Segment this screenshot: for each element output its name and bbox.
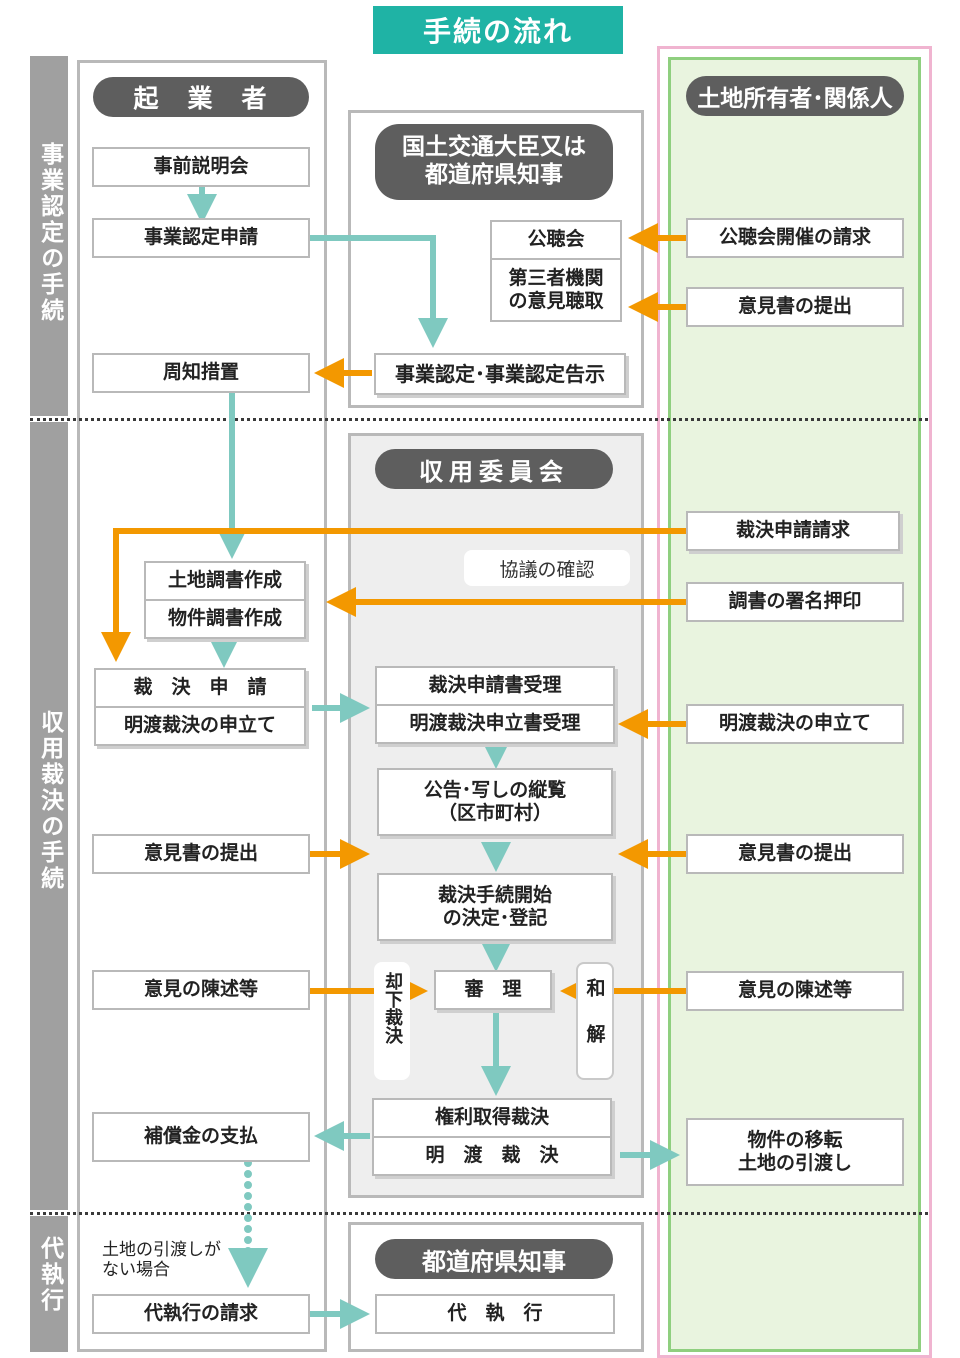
kigyosha-ikensho-box: 意見書の提出 bbox=[92, 834, 310, 874]
page-title: 手続の流れ bbox=[422, 15, 573, 48]
daisansha-box: 第三者機関 の意見聴取 bbox=[490, 258, 622, 322]
owner-moshitate-box: 明渡裁決の申立て bbox=[686, 704, 904, 744]
phase-divider-2 bbox=[30, 1212, 928, 1215]
wakai-label: 和 解 bbox=[583, 978, 606, 1047]
phase-bar-shuyo-saiketsu: 収用裁決の手続 bbox=[30, 422, 68, 1210]
hoshokin-box: 補償金の支払 bbox=[92, 1112, 310, 1162]
daishikko-seikyu-box: 代執行の請求 bbox=[92, 1294, 310, 1334]
arrow-saiketsu-seikyu bbox=[101, 528, 686, 662]
kyogi-kakunin-box: 協議の確認 bbox=[464, 550, 630, 586]
akewatashi-moshitate-box: 明渡裁決の申立て bbox=[94, 706, 306, 746]
arrow-shinsei-to-nintei bbox=[310, 235, 448, 348]
chiji-header: 都道府県知事 bbox=[375, 1239, 613, 1279]
phase-label-daishikko: 代執行 bbox=[36, 1236, 63, 1314]
phase-label-jigyo-nintei: 事業認定の手続 bbox=[36, 142, 63, 324]
wakai-box: 和 解 bbox=[576, 962, 614, 1080]
saiketsu-shinsei-box: 裁 決 申 請 bbox=[94, 668, 306, 708]
daishikko-box: 代 執 行 bbox=[375, 1294, 615, 1334]
moshitate-juri-box: 明渡裁決申立書受理 bbox=[375, 704, 615, 744]
jigyo-nintei-shinsei-box: 事業認定申請 bbox=[92, 218, 310, 258]
kigyosha-header: 起 業 者 bbox=[93, 77, 309, 117]
hikiwatashi-note: 土地の引渡しが ない場合 bbox=[102, 1240, 221, 1281]
shinri-box: 審 理 bbox=[434, 970, 552, 1010]
daijin-header: 国土交通大臣又は 都道府県知事 bbox=[375, 124, 613, 200]
bukken-chosho-box: 物件調書作成 bbox=[144, 599, 306, 639]
kettei-toki-box: 裁決手続開始 の決定･登記 bbox=[377, 873, 613, 941]
owner-ikensho-2-box: 意見書の提出 bbox=[686, 834, 904, 874]
akewatashi-saiketsu-box: 明 渡 裁 決 bbox=[372, 1136, 612, 1176]
iinkai-header: 収用委員会 bbox=[375, 449, 613, 489]
kyakka-saiketsu-label: 却下裁決 bbox=[382, 972, 403, 1044]
kyakka-saiketsu-box: 却下裁決 bbox=[374, 962, 410, 1080]
kokoku-juran-box: 公告･写しの縦覧 （区市町村） bbox=[377, 768, 613, 836]
kigyosha-iken-chinjutsu-box: 意見の陳述等 bbox=[92, 970, 310, 1010]
title-banner: 手続の流れ bbox=[373, 6, 623, 54]
landowner-header: 土地所有者･関係人 bbox=[686, 76, 904, 116]
kenri-saiketsu-box: 権利取得裁決 bbox=[372, 1098, 612, 1138]
owner-ikensho-box: 意見書の提出 bbox=[686, 287, 904, 327]
phase-bar-daishikko: 代執行 bbox=[30, 1216, 68, 1352]
jizen-setsumeikai-box: 事前説明会 bbox=[92, 147, 310, 187]
saiketsu-seikyu-box: 裁決申請請求 bbox=[686, 511, 900, 551]
shuchi-sochi-box: 周知措置 bbox=[92, 353, 310, 393]
shomei-oin-box: 調書の署名押印 bbox=[686, 582, 904, 622]
owner-iken-chinjutsu-box: 意見の陳述等 bbox=[686, 971, 904, 1011]
nintei-kokuji-box: 事業認定･事業認定告示 bbox=[374, 353, 626, 395]
tochi-chosho-box: 土地調書作成 bbox=[144, 561, 306, 601]
phase-bar-jigyo-nintei: 事業認定の手続 bbox=[30, 56, 68, 416]
shinsei-juri-box: 裁決申請書受理 bbox=[375, 666, 615, 706]
kochokai-box: 公聴会 bbox=[490, 220, 622, 260]
landowner-outer-frame bbox=[657, 46, 932, 1358]
phase-divider-1 bbox=[30, 418, 928, 421]
phase-label-shuyo-saiketsu: 収用裁決の手続 bbox=[36, 710, 63, 892]
iten-hikiwatashi-box: 物件の移転 土地の引渡し bbox=[686, 1118, 904, 1186]
kochokai-seikyu-box: 公聴会開催の請求 bbox=[686, 218, 904, 258]
